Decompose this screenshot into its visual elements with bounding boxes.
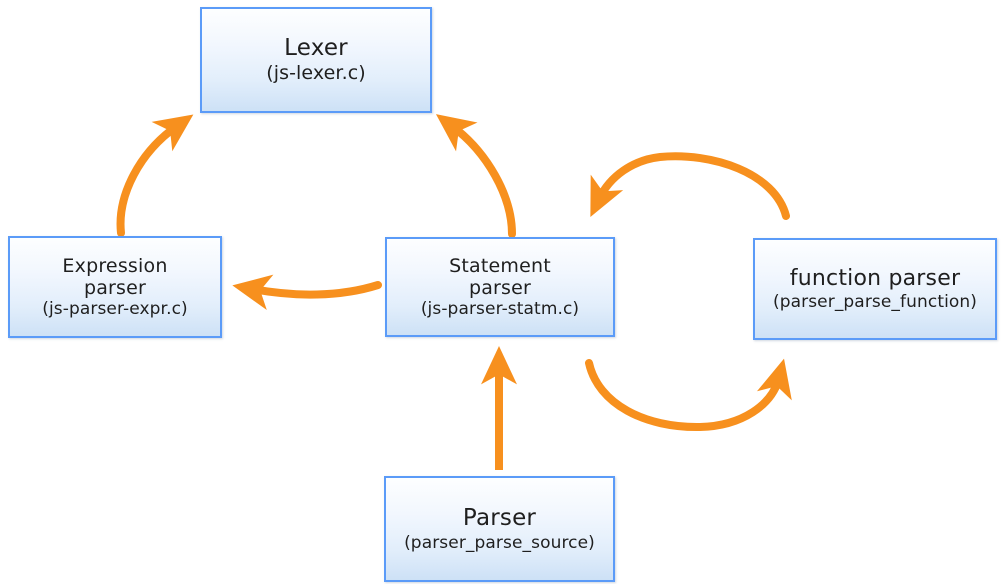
node-lexer[interactable]: Lexer (js-lexer.c) <box>200 7 432 113</box>
node-statement-parser-subtitle: (js-parser-statm.c) <box>420 299 580 320</box>
node-expression-parser-title-line2: parser <box>83 276 147 299</box>
edge-statement-parser-to-expression-parser <box>232 274 382 311</box>
node-statement-parser-title-line2: parser <box>468 276 532 299</box>
node-parser-subtitle: (parser_parse_source) <box>404 532 595 553</box>
node-function-parser-title: function parser <box>789 266 961 291</box>
node-parser-title: Parser <box>462 505 537 532</box>
node-lexer-title: Lexer <box>284 35 348 62</box>
edge-statement-parser-to-function-parser <box>585 358 792 432</box>
node-statement-parser-title: Statement <box>449 254 551 277</box>
node-expression-parser[interactable]: Expression parser (js-parser-expr.c) <box>8 236 222 338</box>
node-expression-parser-title: Expression <box>62 254 168 277</box>
node-lexer-subtitle: (js-lexer.c) <box>266 62 366 85</box>
node-function-parser-subtitle: (parser_parse_function) <box>772 291 978 312</box>
edge-statement-parser-to-lexer <box>435 114 516 238</box>
edge-expression-parser-to-lexer <box>116 114 194 237</box>
node-parser[interactable]: Parser (parser_parse_source) <box>384 476 615 582</box>
edge-function-parser-to-statement-parser <box>590 152 790 220</box>
node-expression-parser-subtitle: (js-parser-expr.c) <box>42 299 188 320</box>
node-statement-parser[interactable]: Statement parser (js-parser-statm.c) <box>385 237 615 337</box>
node-function-parser[interactable]: function parser (parser_parse_function) <box>753 238 997 340</box>
